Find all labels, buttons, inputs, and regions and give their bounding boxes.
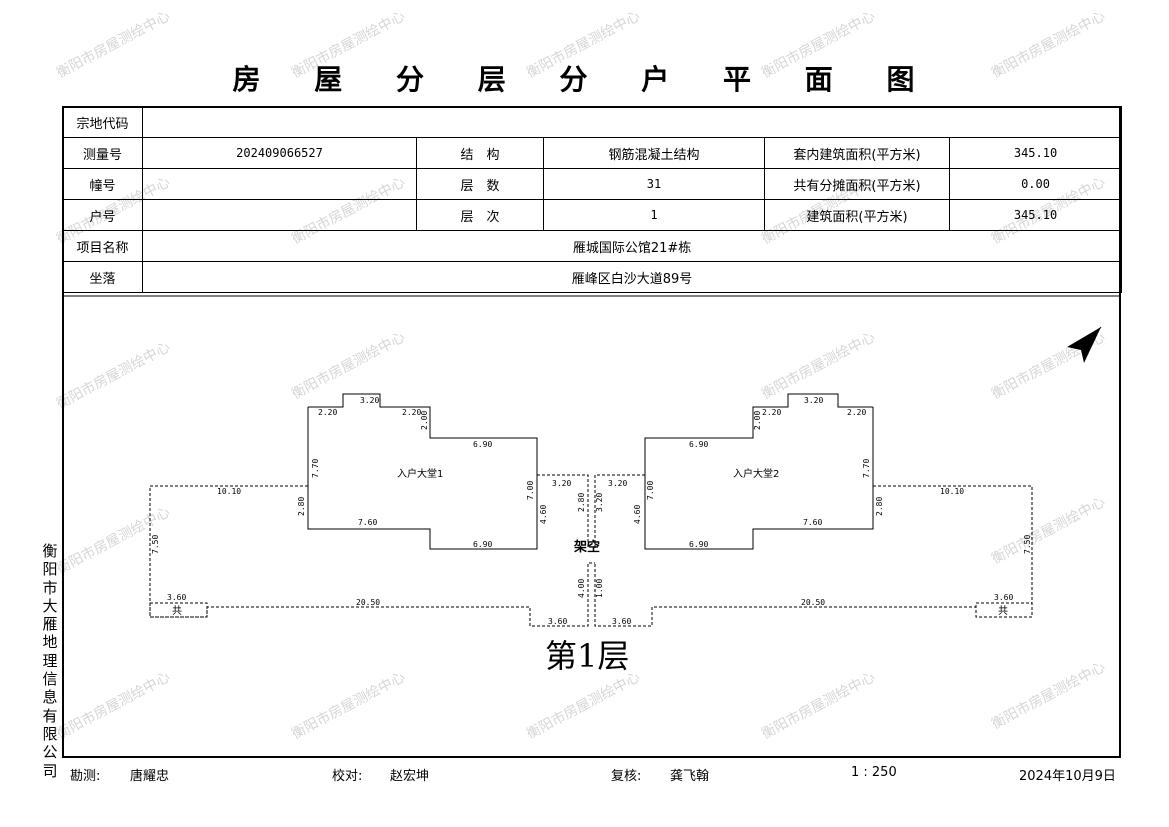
dim-label: 7.00 — [646, 481, 655, 500]
dim-label: 6.90 — [689, 540, 708, 549]
build-area-value: 345.10 — [948, 199, 1123, 231]
dim-label: 10.10 — [940, 487, 964, 496]
overhead-label: 架空 — [573, 539, 600, 555]
dim-label: 2.20 — [847, 408, 866, 417]
dim-label: 3.20 — [804, 396, 823, 405]
dim-label: 2.00 — [420, 411, 429, 430]
reviewer-label: 复核: — [611, 769, 642, 784]
dim-label: 3.20 — [360, 396, 379, 405]
dim-label: 2.80 — [297, 497, 306, 516]
right-shared-box — [975, 602, 1033, 618]
dim-label: 3.20 — [608, 479, 627, 488]
dim-label: 3.60 — [167, 593, 186, 602]
dim-label: 2.20 — [762, 408, 781, 417]
dim-label: 7.50 — [151, 535, 160, 554]
building-value — [142, 168, 417, 200]
lobby-1-label: 入户大堂1 — [397, 467, 443, 480]
floor-title: 第1层 — [545, 637, 629, 675]
shared-area-label: 共有分摊面积(平方米) — [764, 168, 950, 200]
dim-label: 7.00 — [526, 481, 535, 500]
building-label: 幢号 — [62, 168, 143, 200]
shared-area-value: 0.00 — [948, 168, 1123, 200]
location-value: 雁峰区白沙大道89号 — [141, 261, 1123, 293]
table-row: 项目名称 雁城国际公馆21#栋 — [62, 230, 1123, 262]
page-title: 房 屋 分 层 分 户 平 面 图 — [232, 63, 937, 96]
left-building-outline — [307, 393, 538, 550]
dim-label: 3.20 — [595, 493, 604, 512]
project-label: 项目名称 — [62, 230, 143, 262]
dim-label: 7.60 — [358, 518, 377, 527]
build-area-label: 建筑面积(平方米) — [764, 199, 950, 231]
dim-label: 2.80 — [875, 497, 884, 516]
date-value: 2024年10月9日 — [1019, 769, 1116, 784]
dim-label: 2.20 — [318, 408, 337, 417]
dim-label: 4.60 — [539, 505, 548, 524]
dim-label: 3.60 — [548, 617, 567, 626]
left-corridor-outline — [537, 474, 589, 549]
reviewer-name: 龚飞翰 — [670, 769, 710, 784]
dim-label: 2.80 — [577, 493, 586, 512]
surveyor-label: 勘测: — [70, 769, 101, 784]
table-row: 户号 层 次 1 建筑面积(平方米) 345.10 — [62, 199, 1123, 231]
left-overhead-outline — [149, 485, 595, 627]
dim-label: 4.60 — [633, 505, 642, 524]
checker-name: 赵宏坤 — [390, 769, 430, 784]
dim-label: 6.90 — [689, 440, 708, 449]
dim-label: 7.60 — [803, 518, 822, 527]
dim-label: 6.90 — [473, 540, 492, 549]
dim-label: 3.60 — [612, 617, 631, 626]
unit-label: 户号 — [62, 199, 143, 231]
right-building-outline — [644, 393, 874, 550]
lobby-2-label: 入户大堂2 — [733, 467, 779, 480]
structure-label: 结 构 — [416, 137, 544, 169]
north-arrow-icon — [1067, 326, 1102, 363]
dim-label: 10.10 — [217, 487, 241, 496]
dim-label: 1.00 — [595, 579, 604, 598]
checker-label: 校对: — [332, 769, 363, 784]
inner-area-label: 套内建筑面积(平方米) — [764, 137, 950, 169]
location-label: 坐落 — [62, 261, 143, 293]
scale-value: 1 : 250 — [851, 765, 897, 780]
table-row: 测量号 202409066527 结 构 钢筋混凝土结构 套内建筑面积(平方米)… — [62, 137, 1123, 169]
right-corridor-outline — [594, 474, 645, 549]
floors-value: 31 — [543, 168, 765, 200]
dim-label: 3.60 — [994, 593, 1013, 602]
left-shared-box — [149, 602, 208, 618]
dim-label: 3.20 — [552, 479, 571, 488]
dim-label: 2.00 — [753, 411, 762, 430]
survey-no-label: 测量号 — [62, 137, 143, 169]
dim-label: 4.00 — [577, 579, 586, 598]
shared-mark: 共 — [998, 605, 1008, 617]
dim-label: 20.50 — [356, 598, 380, 607]
shared-mark: 共 — [172, 605, 182, 617]
dim-label: 7.70 — [311, 459, 320, 478]
dim-label: 6.90 — [473, 440, 492, 449]
table-row: 坐落 雁峰区白沙大道89号 — [62, 261, 1123, 293]
dim-label: 7.70 — [862, 459, 871, 478]
table-row: 幢号 层 数 31 共有分摊面积(平方米) 0.00 — [62, 168, 1123, 200]
inner-area-value: 345.10 — [948, 137, 1123, 169]
surveyor-name: 唐耀忠 — [130, 769, 170, 784]
company-name: 衡阳市 大雁地 理信息 有限公 司 — [42, 542, 58, 780]
dim-label: 20.50 — [801, 598, 825, 607]
dim-label: 2.20 — [402, 408, 421, 417]
dim-label: 7.50 — [1023, 535, 1032, 554]
info-table: 宗地代码 测量号 202409066527 结 构 钢筋混凝土结构 套内建筑面积… — [62, 106, 1123, 293]
